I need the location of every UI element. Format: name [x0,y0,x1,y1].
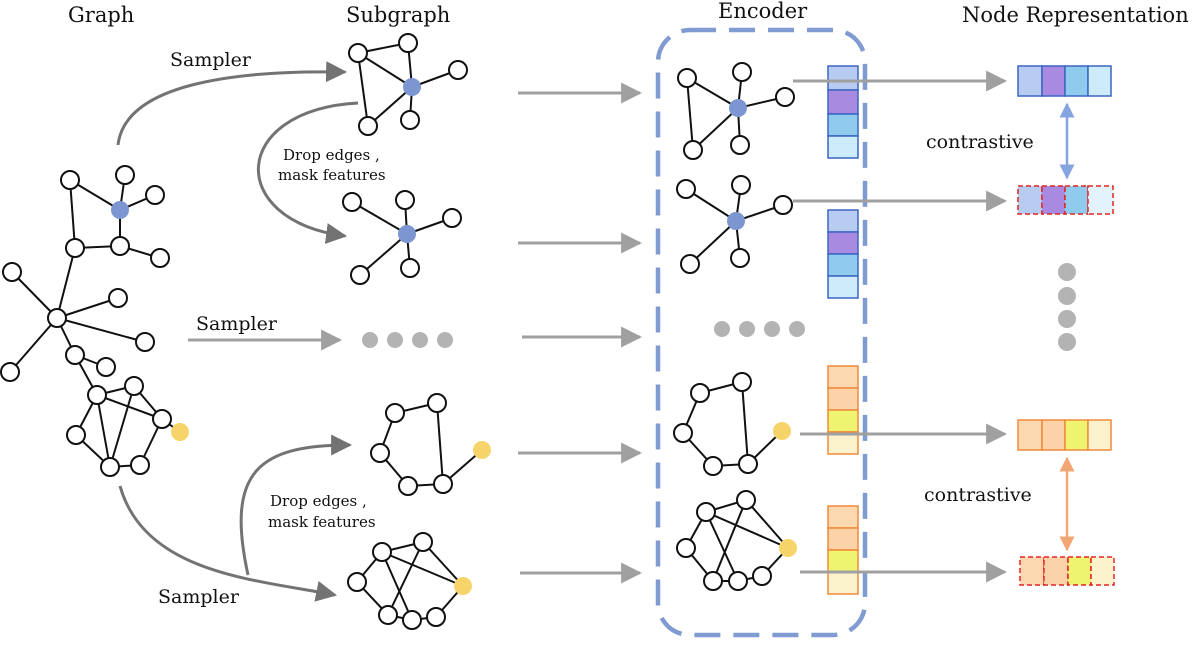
sampler-arrow-bottom [118,485,338,602]
encoder-box [655,27,868,638]
center-node-yellow [171,423,189,441]
original-graph [0,165,189,477]
encoder-ellipsis [714,321,805,337]
encoder-title: Encoder [718,0,808,23]
feature-vector-vertical-3 [827,365,859,455]
feature-vector-vertical-1 [827,65,859,159]
representation-vector-blue-masked [1017,185,1114,215]
drop-edges-arrow-bottom [239,434,353,576]
feature-vector-vertical-2 [827,209,859,299]
sampler-arrow-top [116,61,348,146]
encoder-graph-1 [677,62,795,160]
sampler-label-top: Sampler [170,49,252,71]
drop-edges-arrow-top [256,101,359,244]
encoder-graph-4 [676,490,797,591]
sampler-label-bottom: Sampler [158,586,240,608]
feature-vector-vertical-4 [827,505,859,595]
graph-title: Graph [68,3,134,27]
encoder-graph-3 [673,372,791,476]
encoder-graph-2 [676,175,793,274]
drop-edges-label-bottom-line2: mask features [268,513,376,531]
node-representation-title: Node Representation [962,3,1189,27]
contrastive-label-bottom: contrastive [924,484,1032,506]
subgraph-augmented-top [342,190,462,285]
drop-edges-label-top-line1: Drop edges , [283,146,380,164]
representation-vector-blue [1017,65,1112,97]
representation-vector-orange [1017,419,1112,451]
subgraph-yellow [370,393,491,496]
representation-vector-orange-masked [1019,556,1115,586]
drop-edges-label-bottom-line1: Drop edges , [270,492,367,510]
sampler-label-mid: Sampler [196,313,278,335]
contrastive-label-top: contrastive [926,131,1034,153]
subgraph-title: Subgraph [346,3,450,27]
subgraph-augmented-bottom [347,532,472,630]
representation-ellipsis-vertical [1058,263,1076,351]
subgraph-ellipsis [362,332,453,348]
center-node-blue [111,201,129,219]
drop-edges-label-top-line2: mask features [278,166,386,184]
subgraph-top [348,33,468,136]
